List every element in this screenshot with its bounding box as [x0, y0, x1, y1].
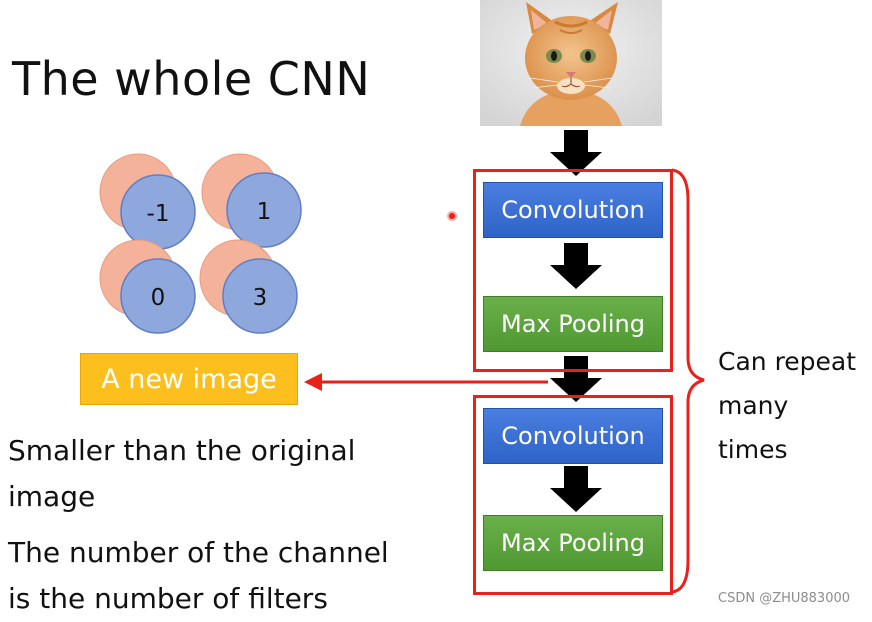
- max-pooling-layer-2: Max Pooling: [483, 515, 663, 571]
- slide-title: The whole CNN: [12, 52, 371, 106]
- arrow-down-icon: [550, 466, 602, 512]
- convolution-layer-2: Convolution: [483, 408, 663, 464]
- max-pooling-layer-1: Max Pooling: [483, 296, 663, 352]
- arrow-down-icon: [550, 243, 602, 289]
- red-arrow-left-icon: [304, 373, 548, 391]
- feature-circle-3: 0: [99, 239, 196, 334]
- laser-pointer-dot: [447, 211, 457, 221]
- repeat-block-frame-1: [473, 169, 673, 372]
- kitten-image: [480, 0, 662, 126]
- feature-value-3: 0: [151, 285, 166, 311]
- note-channel-count: The number of the channel is the number …: [8, 536, 389, 615]
- watermark: CSDN @ZHU883000: [718, 591, 851, 606]
- feature-value-2: 1: [257, 199, 272, 225]
- feature-circle-2: 1: [201, 153, 302, 248]
- repeat-brace: [671, 168, 705, 594]
- arrow-down-icon: [550, 356, 602, 402]
- feature-value-4: 3: [253, 285, 268, 311]
- repeat-label-text: Can repeat many times: [718, 347, 857, 464]
- new-image-box: A new image: [80, 353, 298, 405]
- repeat-block-frame-2: [473, 395, 673, 595]
- feature-value-1: -1: [147, 201, 170, 227]
- feature-circle-4: 3: [199, 239, 298, 334]
- convolution-layer-1: Convolution: [483, 182, 663, 238]
- feature-circle-1: -1: [99, 153, 196, 250]
- feature-map-circles: -1 1 0 3: [99, 153, 302, 334]
- arrow-down-icon: [550, 130, 602, 176]
- repeat-label: Can repeat many times: [718, 340, 858, 472]
- note-smaller-than-original: Smaller than the original image: [8, 434, 356, 513]
